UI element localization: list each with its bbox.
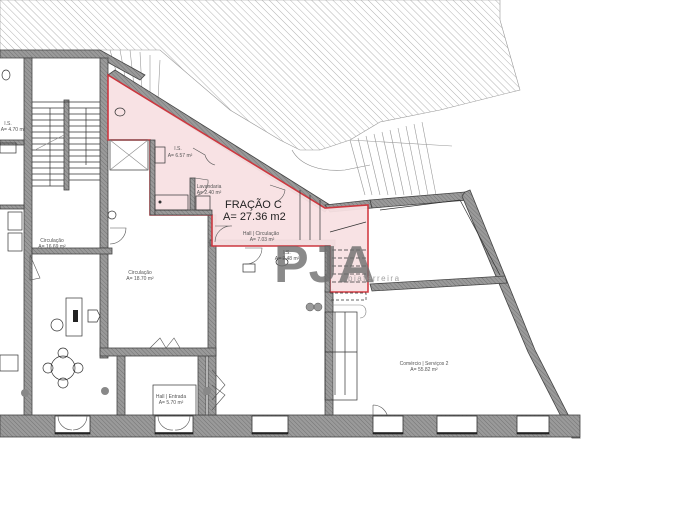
facade-openings: [54, 415, 550, 435]
room-labels: I.S. A= 4.70 m² Circulação A= 16.69 m² I…: [1, 121, 449, 406]
room-is-left-area: A= 4.70 m²: [1, 127, 26, 133]
interior-stairs-fraction: [299, 190, 367, 401]
room-is-left-name: I.S.: [4, 121, 12, 127]
room-is-small-name: I.S.: [283, 250, 291, 256]
room-is-small-area: A= 2.48 m²: [275, 256, 300, 262]
watermark-text: pjaferreira: [348, 274, 401, 283]
watermark: PJA pjaferreira: [274, 236, 401, 294]
room-is-frac-name: I.S.: [174, 146, 182, 152]
fixtures: [0, 69, 289, 273]
room-comercio-area: A= 55.82 m²: [410, 367, 438, 373]
room-lavandaria-name: Lavandaria: [197, 184, 222, 190]
exterior-terrain: [0, 0, 521, 171]
room-comercio-name: Comércio | Serviços 2: [400, 361, 449, 367]
watermark-logo: PJA: [274, 236, 375, 294]
furniture: [0, 297, 211, 397]
room-is-frac-area: A= 6.57 m²: [168, 153, 193, 159]
hall-entrada-box: [152, 384, 197, 416]
fraction-name: FRAÇÃO C: [225, 198, 282, 211]
room-hall-circ-name: Hall | Circulação: [243, 231, 280, 237]
room-circ-left-name: Circulação: [40, 238, 64, 244]
room-circ-mid-area: A= 18.70 m²: [126, 276, 154, 282]
room-hall-entrada-area: A= 5.70 m²: [159, 400, 184, 406]
room-lavandaria-area: A= 2.40 m²: [197, 190, 222, 196]
room-hall-entrada-name: Hall | Entrada: [156, 394, 186, 400]
fraction-area: A= 27.36 m2: [223, 211, 286, 223]
room-circ-left-area: A= 16.69 m²: [38, 244, 66, 250]
interior-stairs-left: [32, 101, 100, 187]
room-hall-circ-area: A= 7.03 m²: [250, 237, 275, 243]
room-circ-mid-name: Circulação: [128, 270, 152, 276]
